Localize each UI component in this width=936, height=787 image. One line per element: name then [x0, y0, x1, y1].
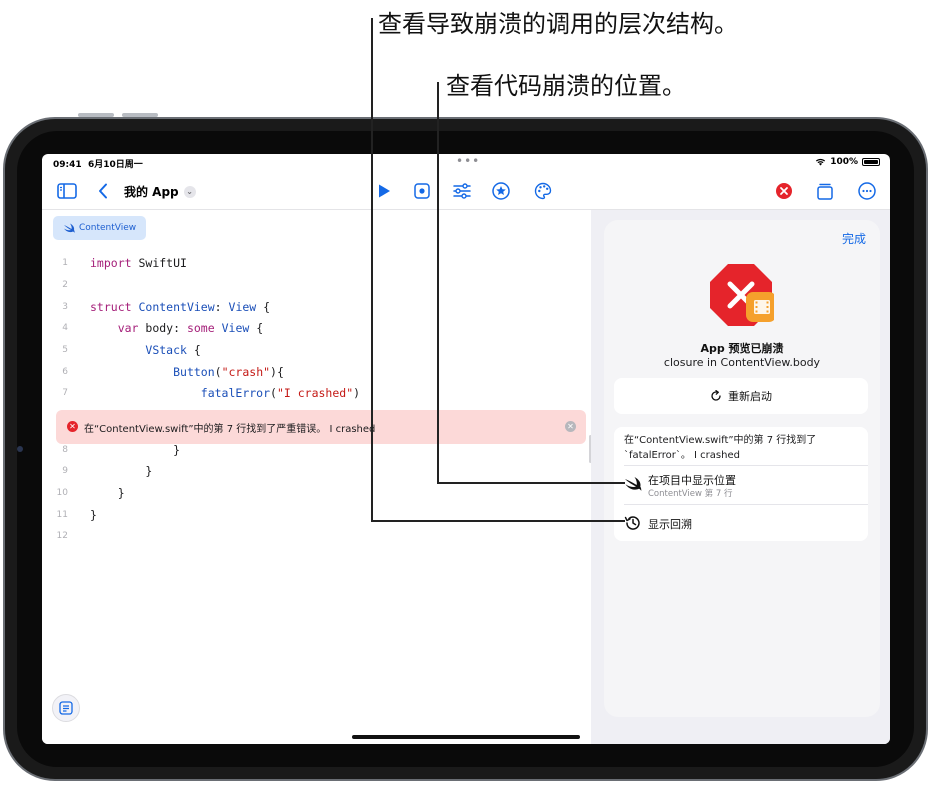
history-clock-icon: [624, 516, 640, 530]
code-line: 10 }: [56, 486, 125, 500]
preview-pane: 完成 App 预览已崩溃 closure in ContentView.body…: [591, 210, 890, 744]
restart-label: 重新启动: [728, 390, 772, 403]
crash-app-icon: [710, 264, 774, 326]
divider: [624, 504, 868, 505]
crash-title: App 预览已崩溃: [700, 342, 784, 355]
app-title-menu[interactable]: 我的 App ⌄: [124, 183, 196, 200]
close-icon[interactable]: ✕: [565, 421, 576, 432]
status-indicators: 100%: [815, 157, 880, 167]
star-icon[interactable]: [490, 180, 512, 202]
file-tab-contentview[interactable]: ContentView: [53, 216, 147, 240]
toolbar: 我的 App ⌄: [42, 172, 890, 210]
more-icon[interactable]: [856, 180, 878, 202]
back-chevron-icon[interactable]: [92, 180, 114, 202]
error-banner[interactable]: ✕ 在“ContentView.swift”中的第 7 行找到了严重错误。 I …: [56, 410, 586, 444]
show-location-row[interactable]: 在项目中显示位置 ContentView 第 7 行: [624, 465, 858, 503]
leader-line-location: [437, 82, 439, 483]
error-banner-text: 在“ContentView.swift”中的第 7 行找到了严重错误。 I cr…: [84, 424, 376, 435]
show-backtrace-label: 显示回溯: [648, 518, 692, 531]
code-line: 8 }: [62, 443, 181, 457]
sliders-icon[interactable]: [451, 180, 473, 202]
crash-subtitle: closure in ContentView.body: [663, 356, 821, 369]
console-icon: [59, 701, 73, 715]
code-line: 6 Button("crash"){: [62, 365, 284, 379]
leader-line-hierarchy: [371, 18, 373, 521]
file-tab-label: ContentView: [79, 223, 137, 233]
callout-hierarchy: 查看导致崩溃的调用的层次结构。: [378, 10, 738, 38]
leader-line-hierarchy: [371, 520, 625, 522]
error-dot-icon: ✕: [67, 421, 78, 432]
camera-icon: [17, 446, 23, 452]
console-button[interactable]: [52, 694, 80, 722]
play-icon[interactable]: [373, 180, 395, 202]
status-bar: 09:41 6月10日周一 ••• 100%: [42, 154, 890, 172]
swift-icon: [64, 223, 75, 233]
restart-button[interactable]: 重新启动: [614, 378, 868, 414]
show-location-sublabel: ContentView 第 7 行: [648, 489, 733, 499]
status-time: 09:41 6月10日周一: [53, 160, 143, 170]
split-divider-handle[interactable]: [589, 435, 592, 463]
callout-location: 查看代码崩溃的位置。: [446, 72, 686, 100]
code-line: 7 fatalError("I crashed"): [62, 386, 361, 400]
wifi-icon: [816, 158, 826, 166]
crash-detail-message: 在“ContentView.swift”中的第 7 行找到了`fatalErro…: [624, 435, 817, 461]
show-backtrace-row[interactable]: 显示回溯: [624, 504, 858, 542]
done-button[interactable]: 完成: [841, 232, 866, 246]
battery-percent: 100%: [830, 157, 858, 167]
sidebar-icon[interactable]: [56, 180, 78, 202]
code-line: 2: [62, 280, 68, 290]
code-line: 9 }: [62, 464, 153, 478]
home-indicator[interactable]: [352, 735, 580, 739]
battery-icon: [862, 158, 880, 166]
ipad-screen: 09:41 6月10日周一 ••• 100% 我的 App ⌄: [42, 154, 890, 744]
app-title: 我的 App: [124, 185, 179, 199]
volume-button: [78, 113, 114, 117]
windows-icon[interactable]: [814, 180, 836, 202]
crash-preview-card: 完成 App 预览已崩溃 closure in ContentView.body…: [604, 220, 880, 717]
code-line: 12: [56, 531, 68, 541]
swift-icon: [625, 477, 642, 491]
code-line: 5 VStack {: [62, 343, 201, 357]
leader-line-location: [437, 482, 625, 484]
show-location-label: 在项目中显示位置: [648, 474, 736, 487]
record-icon[interactable]: [411, 180, 433, 202]
divider: [624, 465, 868, 466]
restart-icon: [711, 390, 721, 401]
error-icon[interactable]: [773, 180, 795, 202]
chevron-down-icon: ⌄: [183, 185, 196, 198]
multitasking-dots-icon[interactable]: •••: [456, 154, 481, 168]
palette-icon[interactable]: [532, 180, 554, 202]
volume-button: [122, 113, 158, 117]
code-line: 11}: [56, 508, 97, 522]
code-line: 4 var body: some View {: [62, 321, 264, 335]
crash-detail-card: 在“ContentView.swift”中的第 7 行找到了`fatalErro…: [614, 427, 868, 541]
